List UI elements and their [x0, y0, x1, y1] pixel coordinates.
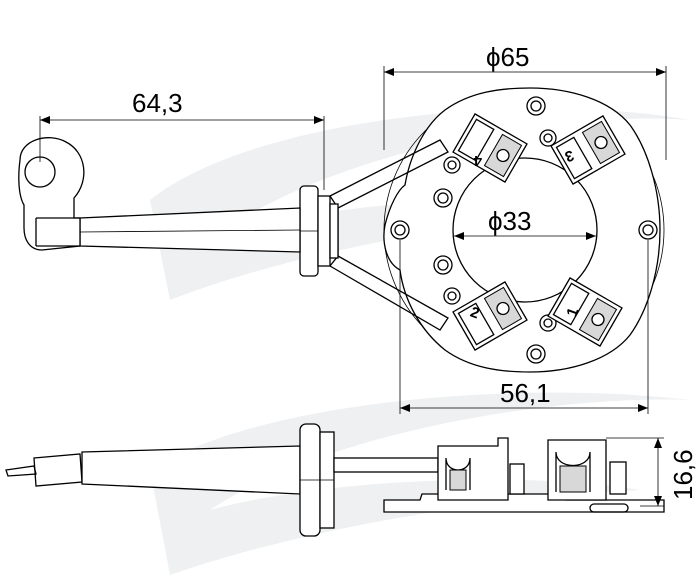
brush-holder-4 — [452, 113, 528, 183]
dimension-hole-spacing: 56,1 — [399, 240, 649, 414]
brush-label-4: 4 — [473, 152, 482, 169]
mounting-hole-left — [390, 220, 410, 240]
top-view: 4 3 2 1 — [18, 87, 665, 373]
wire-tip — [5, 465, 37, 477]
dimension-label-phi33: ϕ33 — [488, 206, 531, 236]
inner-bore — [452, 157, 598, 303]
ring-terminal — [18, 137, 85, 251]
brush-holder-3 — [550, 115, 626, 185]
brush-holder-1 — [547, 277, 623, 347]
dimension-label-56-1: 56,1 — [500, 378, 551, 408]
side-view — [5, 423, 665, 537]
side-holder-left — [437, 437, 509, 501]
dimension-label-phi65: ϕ65 — [486, 42, 529, 72]
crimp-terminal — [33, 453, 83, 487]
brush-holder-2 — [452, 281, 528, 351]
side-base-plate — [383, 493, 665, 513]
grommet — [299, 185, 339, 277]
rivets — [433, 96, 557, 364]
dimension-inner-diameter: ϕ33 — [454, 206, 596, 240]
dimension-label-64-3: 64,3 — [132, 88, 183, 118]
dimension-label-16-6: 16,6 — [668, 449, 698, 500]
side-cable — [81, 445, 301, 495]
dimension-wire-length: 64,3 — [39, 88, 325, 190]
dimension-height: 16,6 — [606, 437, 698, 507]
lead-wire-lower — [329, 255, 449, 331]
side-leads — [333, 457, 439, 473]
dimension-outer-diameter: ϕ65 — [383, 42, 667, 160]
mounting-hole-right — [638, 220, 658, 240]
